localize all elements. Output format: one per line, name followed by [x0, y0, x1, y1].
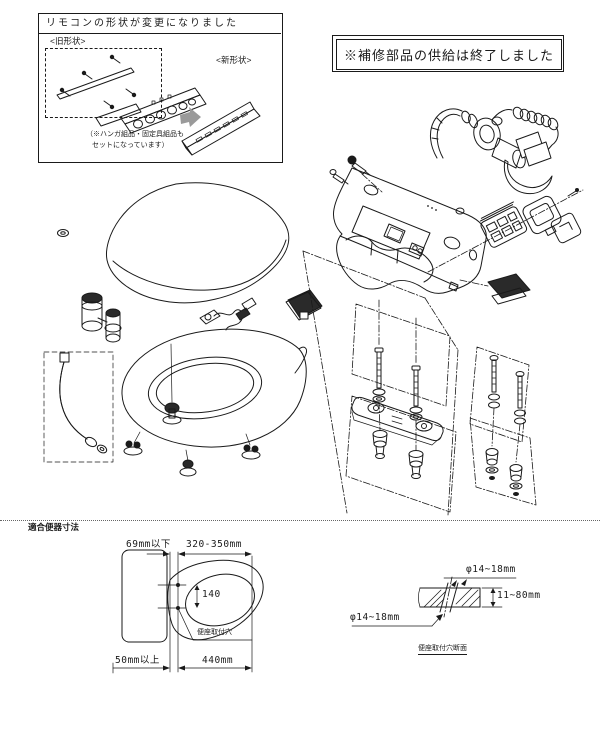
- seat-ring-drawing: [121, 328, 307, 477]
- dim-hole-dia-bottom: φ14~18mm: [350, 612, 400, 623]
- dim-thickness: 11~80mm: [497, 590, 541, 601]
- valve-cord-assembly-drawing: [429, 106, 559, 195]
- water-hose-drawing: [43, 351, 114, 463]
- old-remote-bracket-drawing: [56, 54, 137, 110]
- damper-cover-drawing: [285, 289, 323, 321]
- compat-section-title: 適合便器寸法: [28, 522, 80, 532]
- dim-total-length: 440mm: [202, 655, 234, 666]
- hole-section-caption: 便座取付穴断面: [418, 645, 467, 655]
- main-body-drawing: [333, 167, 487, 294]
- dim-seat-length: 320-350mm: [186, 539, 242, 550]
- remote-note-line1: （※ハンガ組品・固定具組品も: [86, 131, 184, 138]
- hole-section-diagram: [351, 576, 517, 627]
- hinge-cable-drawing: [199, 297, 257, 331]
- small-nut-drawing: [57, 229, 69, 237]
- new-shape-label: <新形状>: [216, 55, 252, 65]
- branch-valve-drawing: [81, 292, 122, 343]
- old-shape-dash-box: [45, 48, 162, 118]
- expansion-sleeves-drawing: [372, 401, 424, 479]
- base-plate-drawing: [351, 396, 444, 446]
- remote-change-notice-box: [38, 13, 283, 163]
- cover-plate-drawing: [550, 212, 582, 244]
- remote-note-line2: セットになっています）: [92, 142, 169, 149]
- dim-top-clearance: 69mm以下: [126, 539, 171, 550]
- seat-lid-drawing: [105, 182, 290, 304]
- bezel-frame-drawing: [522, 195, 562, 237]
- dim-left-clearance: 50mm以上: [115, 655, 160, 666]
- remote-notice-title: リモコンの形状が変更になりました: [38, 14, 281, 34]
- new-remote-drawing: [181, 101, 261, 156]
- body-screws-drawing: [329, 155, 383, 193]
- dim-hole-dia-top: φ14~18mm: [466, 564, 516, 575]
- long-bolts-nuts-drawing: [485, 355, 526, 496]
- button-pad-drawing: [479, 201, 528, 248]
- seat-hole-label: 便座取付穴: [197, 629, 232, 636]
- bowl-dimension-diagram: [112, 549, 264, 674]
- old-shape-label: <旧形状>: [50, 36, 86, 46]
- explode-axis-line: [427, 189, 584, 273]
- dim-hole-pitch: 140: [202, 589, 221, 600]
- tiny-screw-drawing: [567, 188, 579, 197]
- hardware-panels-drawing: [302, 250, 537, 516]
- supply-ended-text: ※補修部品の供給は終了しました: [336, 39, 562, 70]
- dark-cap-drawing: [459, 273, 531, 305]
- change-arrow-icon: [180, 107, 201, 127]
- old-remote-drawing: [95, 87, 207, 134]
- supply-ended-notice-box: ※補修部品の供給は終了しました: [332, 35, 564, 72]
- section-separator: [0, 520, 600, 521]
